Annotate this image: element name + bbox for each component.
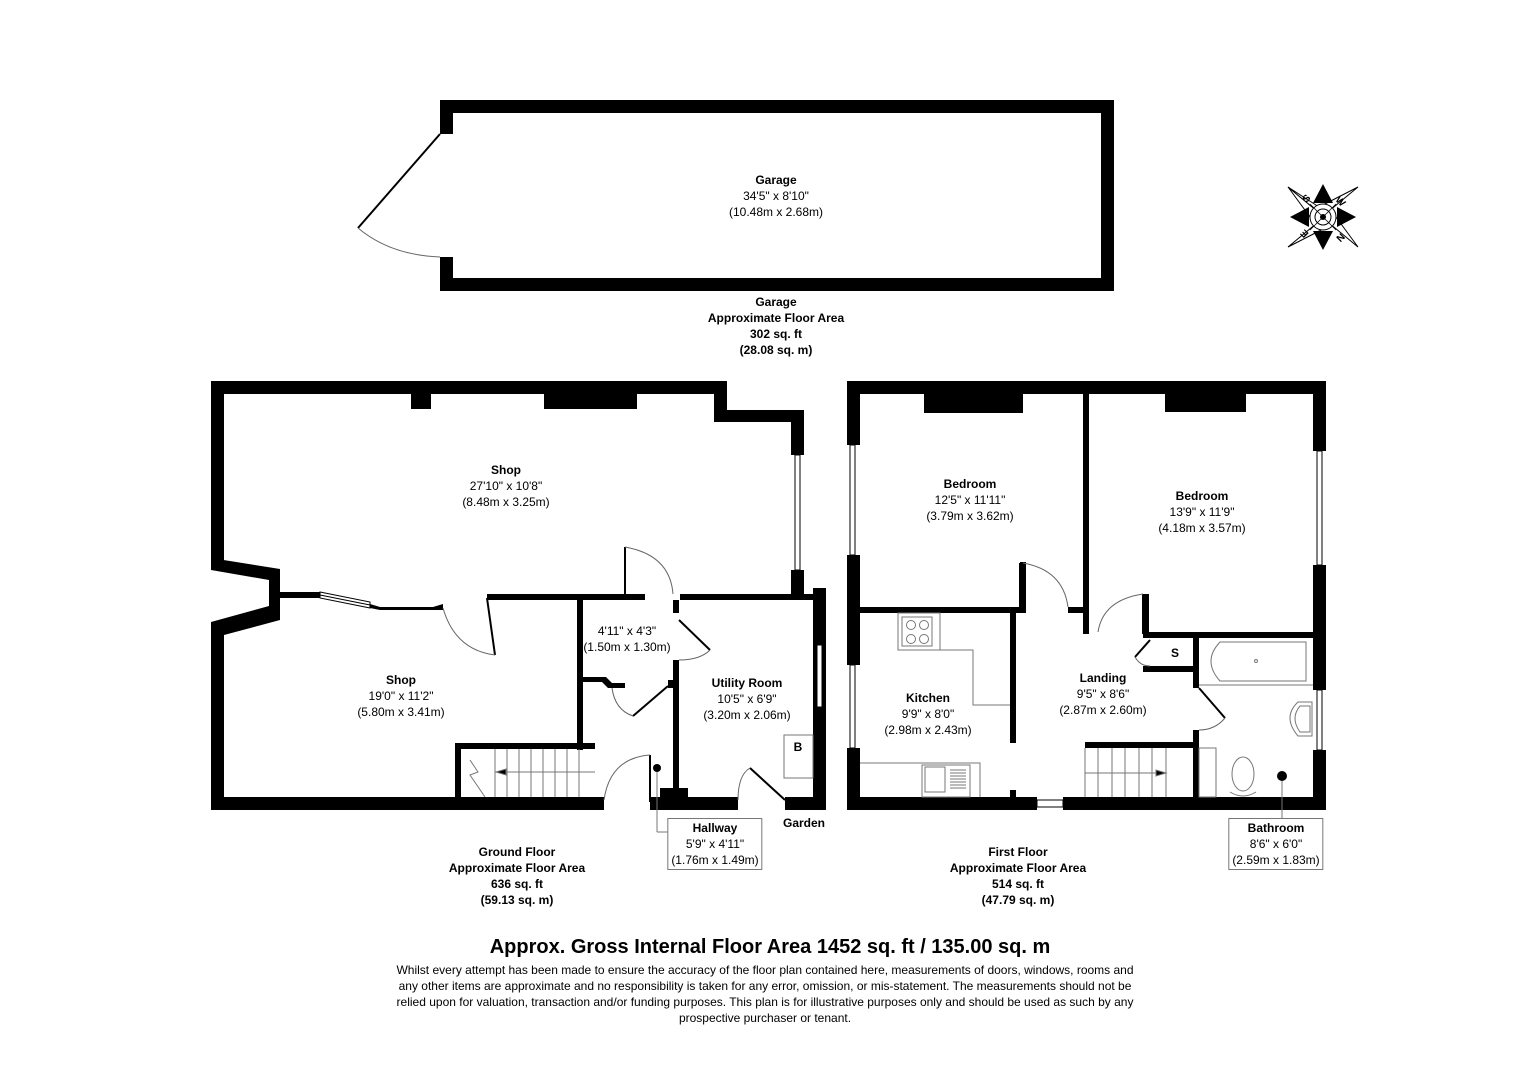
ground-floor-stairs (469, 749, 595, 798)
hallway-label: Hallway 5'9" x 4'11" (1.76m x 1.49m) (667, 818, 763, 870)
shop-lower-label: Shop 19'0" x 11'2" (5.80m x 3.41m) (357, 673, 445, 719)
garage-area-label: Garage Approximate Floor Area 302 sq. ft… (707, 295, 845, 357)
first-floor-area-label: First Floor Approximate Floor Area 514 s… (949, 845, 1087, 907)
garden-label: Garden (782, 816, 826, 830)
bathroom-fixtures (1198, 641, 1313, 820)
bedroom-2-label: Bedroom 13'9" x 11'9" (4.18m x 3.57m) (1158, 489, 1246, 535)
kitchen-fixtures (860, 612, 1010, 798)
first-floor-stairs (1084, 748, 1168, 797)
storage-label: S (1170, 646, 1180, 660)
compass-rose-icon (1287, 184, 1359, 250)
garage-door (357, 133, 441, 258)
garage-walls (440, 100, 1114, 291)
inner-hall-label: 4'11" x 4'3" (1.50m x 1.30m) (583, 624, 671, 654)
bedroom-1-label: Bedroom 12'5" x 11'11" (3.79m x 3.62m) (926, 477, 1014, 523)
shop-upper-label: Shop 27'10" x 10'8" (8.48m x 3.25m) (462, 463, 550, 509)
ground-floor-fixtures (653, 734, 814, 833)
first-floor-walls (847, 381, 1326, 810)
disclaimer-text: Whilst every attempt has been made to en… (396, 963, 1134, 1025)
boiler-label: B (793, 740, 803, 754)
ground-floor-walls (211, 381, 826, 810)
ground-floor-doors (442, 546, 786, 802)
garage-room-label: Garage 34'5" x 8'10" (10.48m x 2.68m) (728, 173, 824, 219)
landing-label: Landing 9'5" x 8'6" (2.87m x 2.60m) (1059, 671, 1147, 717)
first-floor-windows (849, 444, 1323, 808)
ground-floor-windows (319, 591, 371, 609)
first-floor-doors (1019, 562, 1226, 731)
gross-floor-area-title: Approx. Gross Internal Floor Area 1452 s… (489, 936, 1051, 958)
utility-room-label: Utility Room 10'5" x 6'9" (3.20m x 2.06m… (703, 676, 791, 722)
kitchen-label: Kitchen 9'9" x 8'0" (2.98m x 2.43m) (884, 691, 972, 737)
ground-floor-area-label: Ground Floor Approximate Floor Area 636 … (448, 845, 586, 907)
bathroom-label: Bathroom 8'6" x 6'0" (2.59m x 1.83m) (1228, 818, 1324, 870)
